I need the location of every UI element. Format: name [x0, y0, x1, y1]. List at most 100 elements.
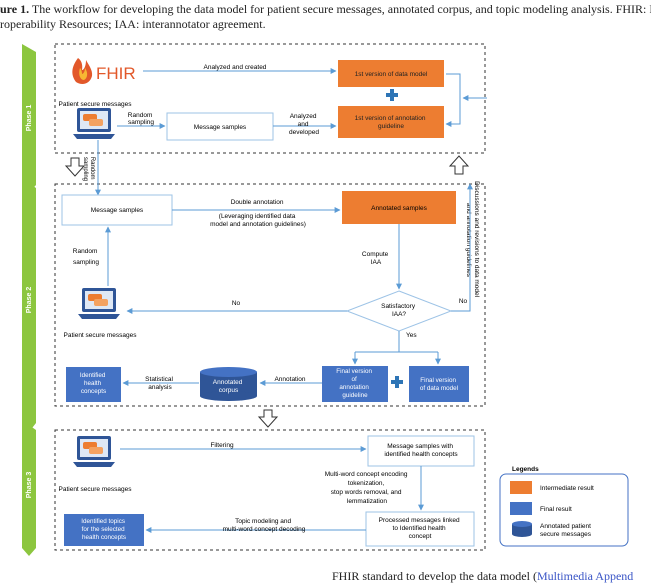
side-discussion-label: Discussions and revisions to data model … — [465, 181, 480, 299]
phase-2-frame — [54, 183, 486, 407]
label-annotation: Annotation — [274, 376, 305, 383]
topics-box — [64, 514, 144, 546]
phase-1-ribbon — [22, 44, 36, 193]
random-sampling-line: sampling — [128, 119, 154, 126]
compute-iaa-line: IAA — [371, 259, 382, 266]
identified-line: Identified — [80, 372, 106, 379]
caption-label: ure 1. — [0, 2, 30, 16]
double-annotation-line: model and annotation guidelines) — [210, 221, 306, 228]
label-yes: Yes — [406, 332, 417, 339]
hollow-arrow-down-1 — [64, 157, 86, 177]
annotated-samples-box — [342, 191, 456, 224]
side-label-line: and annotation guidelines — [465, 203, 472, 278]
footer-link[interactable]: Multimedia Append — [536, 569, 634, 583]
final-guideline-line: of — [351, 376, 357, 383]
final-guideline-line: Final version — [336, 368, 372, 375]
final-model-line: Final version — [420, 377, 456, 384]
plus-icon — [386, 89, 398, 101]
label-statistical: Statistical analysis — [145, 376, 175, 391]
annotation-v1-line: 1st version of annotation — [355, 115, 426, 122]
legend-annotated-text: Annotated patient secure messages — [540, 523, 593, 538]
identified-line: concepts — [81, 388, 106, 395]
analyzed-developed-line: and — [298, 121, 309, 128]
final-model-box — [409, 366, 469, 402]
random-sampling-between-line: Random — [89, 157, 95, 180]
phase-2-ribbon — [22, 178, 36, 432]
label-analyzed-created: Analyzed and created — [204, 64, 267, 71]
footer-body: FHIR standard to develop the data model … — [332, 569, 537, 583]
label-random-sampling-p2: Random sampling — [73, 248, 100, 266]
message-samples-box-p1 — [166, 112, 274, 141]
random-sampling-line: Random — [128, 112, 153, 119]
legend-annotated-line: Annotated patient — [540, 523, 591, 530]
plus-icon — [391, 376, 403, 388]
satisfactory-line: IAA? — [392, 311, 406, 318]
annotated-corpus-text: Annotated corpus — [213, 379, 244, 394]
legend-final-text: Final result — [540, 506, 572, 513]
footer-text: FHIR standard to develop the data model … — [332, 569, 633, 584]
legend-annotated-line: secure messages — [540, 531, 592, 538]
satisfactory-text: Satisfactory IAA? — [381, 303, 417, 318]
processed-line: to Identified health — [393, 525, 447, 532]
label-double-annotation: Double annotation (Leveraging identified… — [210, 199, 306, 228]
phase-3-ribbon — [22, 420, 36, 556]
topics-text: Identified topics for the selected healt… — [81, 518, 127, 541]
phase-1-label: Phase 1 — [26, 105, 33, 132]
final-guideline-line: annotation — [339, 384, 369, 391]
statistical-line: Statistical — [145, 376, 173, 383]
statistical-line: analysis — [148, 384, 172, 391]
topic-modeling-line: Topic modeling and — [235, 518, 291, 525]
label-filtering: Filtering — [210, 442, 234, 449]
label-compute-iaa: Compute IAA — [362, 251, 390, 266]
final-model-text: Final version of data model — [420, 377, 458, 392]
random-sampling-p2-line: sampling — [73, 259, 99, 266]
feedback-bracket — [445, 73, 461, 127]
message-samples-text-p2: Message samples — [91, 207, 144, 214]
annotation-v1-line: guideline — [378, 123, 404, 130]
fhir-logo-text: FHIR — [96, 64, 136, 83]
label-topic-modeling: Topic modeling and multi-word concept de… — [223, 518, 306, 533]
caption-text: The workflow for developing the data mod… — [29, 2, 651, 16]
encoding-line: Multi-word concept encoding — [325, 471, 408, 478]
legend-intermediate-text: Intermediate result — [540, 485, 594, 492]
label-random-sampling-p1: Random sampling — [128, 112, 155, 126]
topics-line: for the selected — [82, 526, 126, 533]
double-annotation-line: Double annotation — [231, 199, 284, 206]
laptop-icon — [78, 288, 120, 319]
random-sampling-between-line: sampling — [82, 157, 88, 181]
fhir-logo: FHIR — [72, 58, 136, 84]
annotated-samples-text: Annotated samples — [371, 205, 427, 212]
analyzed-developed-line: developed — [289, 129, 319, 136]
label-no-right: No — [459, 298, 468, 305]
legend-intermediate-swatch — [510, 481, 532, 494]
laptop-icon — [73, 436, 115, 467]
topic-modeling-line: multi-word concept decoding — [223, 526, 306, 533]
identified-line: health — [84, 380, 102, 387]
processed-box — [365, 511, 475, 547]
label-analyzed-developed: Analyzed and developed — [289, 113, 319, 136]
final-guideline-text: Final version of annotation guideline — [336, 368, 373, 399]
annotated-corpus-line: corpus — [219, 387, 239, 394]
final-guideline-box — [322, 366, 388, 402]
samples-identified-box — [367, 435, 475, 467]
samples-identified-line: Message samples with — [387, 443, 453, 450]
random-sampling-p2-line: Random — [73, 248, 98, 255]
topics-line: Identified topics — [81, 518, 125, 525]
legend-final-swatch — [510, 502, 532, 515]
analyzed-developed-line: Analyzed — [290, 113, 317, 120]
phase-3-frame — [54, 429, 486, 551]
annotation-v1-text: 1st version of annotation guideline — [355, 115, 428, 130]
final-model-line: of data model — [420, 385, 458, 392]
data-model-v1-box — [338, 60, 444, 87]
message-samples-box-p2 — [61, 194, 173, 226]
figure-caption: ure 1. The workflow for developing the d… — [0, 2, 651, 32]
processed-text: Processed messages linked to Identified … — [379, 517, 462, 540]
topics-line: health concepts — [82, 534, 126, 541]
encoding-line: stop words removal, and — [331, 489, 402, 496]
identified-concepts-text: Identified health concepts — [80, 372, 107, 395]
processed-line: concept — [409, 533, 432, 540]
identified-concepts-box — [66, 367, 121, 402]
side-label-line: Discussions and revisions to data model — [473, 181, 480, 298]
legend-title: Legends — [512, 466, 539, 473]
